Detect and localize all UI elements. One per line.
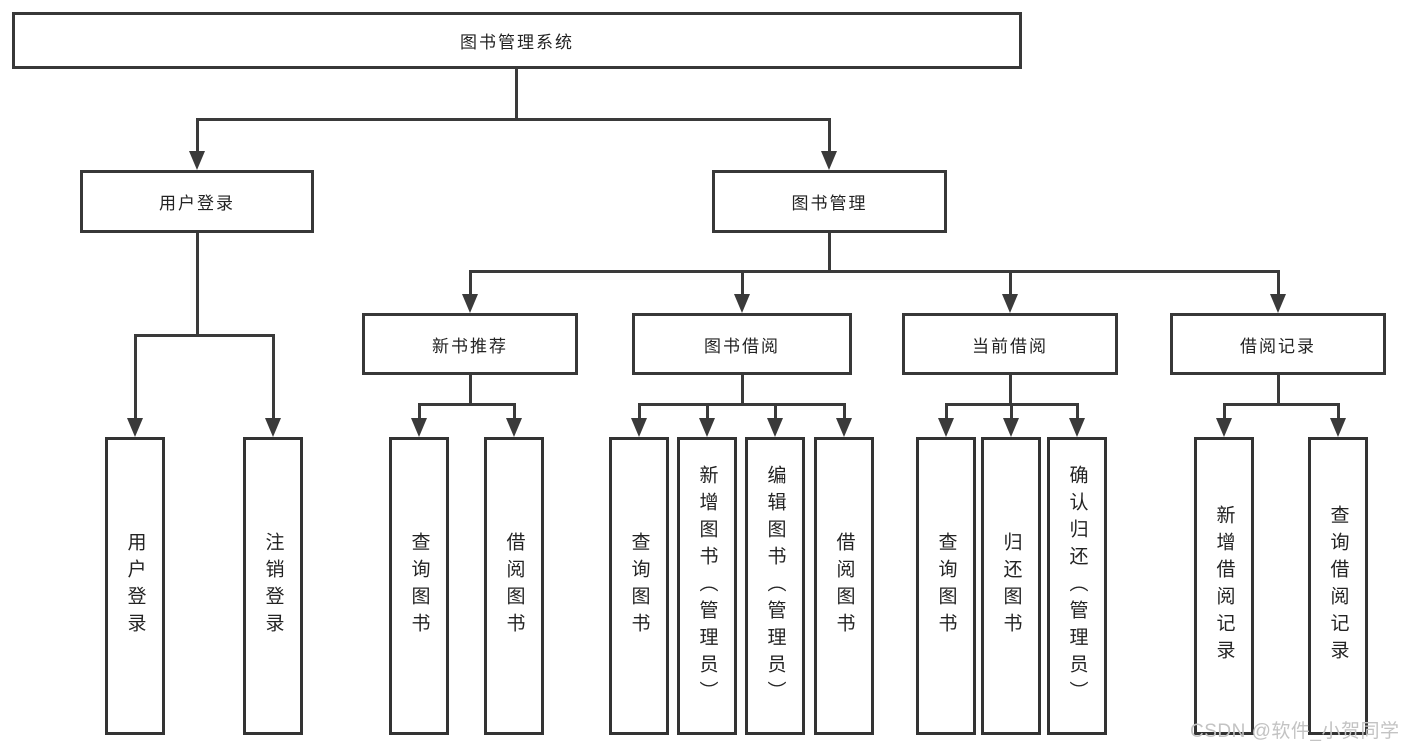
- leaf-label: 新增借阅记录: [1213, 505, 1235, 667]
- node-new-book-recommend: 新书推荐: [362, 313, 578, 375]
- arrow-down-icon: [1003, 418, 1019, 437]
- leaf-user-login: 用户登录: [105, 437, 165, 735]
- connector-drop: [272, 337, 275, 418]
- node-label: 图书管理系统: [460, 33, 574, 52]
- leaf-query-books-borrowing: 查询图书: [609, 437, 669, 735]
- leaf-query-books-recommend: 查询图书: [389, 437, 449, 735]
- arrow-down-icon: [734, 294, 750, 313]
- leaf-label: 确认归还（管理员）: [1066, 464, 1088, 708]
- connector-stem: [828, 233, 831, 273]
- leaf-label: 归还图书: [1000, 532, 1022, 640]
- arrow-down-icon: [189, 151, 205, 170]
- connector-drop: [945, 406, 948, 419]
- connector-drop: [513, 406, 516, 419]
- node-label: 新书推荐: [432, 336, 508, 356]
- leaf-label: 查询图书: [408, 532, 430, 640]
- leaf-label: 查询借阅记录: [1327, 505, 1349, 667]
- connector-drop: [843, 406, 846, 419]
- leaf-label: 用户登录: [124, 532, 146, 640]
- leaf-label: 注销登录: [262, 532, 284, 640]
- connector-drop: [1010, 406, 1013, 419]
- arrow-down-icon: [767, 418, 783, 437]
- arrow-down-icon: [265, 418, 281, 437]
- leaf-return-books: 归还图书: [981, 437, 1041, 735]
- connector-stem: [1009, 375, 1012, 406]
- leaf-logout: 注销登录: [243, 437, 303, 735]
- leaf-add-books-admin: 新增图书（管理员）: [677, 437, 737, 735]
- connector-stem: [196, 233, 199, 337]
- connector-drop: [469, 273, 472, 295]
- arrow-down-icon: [631, 418, 647, 437]
- connector-drop: [1337, 406, 1340, 419]
- node-label: 用户登录: [159, 194, 235, 213]
- connector-drop: [134, 337, 137, 418]
- node-book-borrowing: 图书借阅: [632, 313, 852, 375]
- arrow-down-icon: [699, 418, 715, 437]
- node-label: 当前借阅: [972, 336, 1048, 356]
- connector-rail: [469, 270, 1280, 273]
- connector-drop: [1223, 406, 1226, 419]
- leaf-borrow-books: 借阅图书: [814, 437, 874, 735]
- connector-root-stem: [515, 69, 518, 121]
- arrow-down-icon: [1069, 418, 1085, 437]
- connector-rail: [638, 403, 846, 406]
- connector-rail: [418, 403, 516, 406]
- csdn-watermark: CSDN @软件_小贺同学: [1190, 721, 1400, 742]
- node-label: 图书管理: [791, 194, 868, 213]
- connector-drop: [828, 121, 831, 154]
- arrow-down-icon: [1002, 294, 1018, 313]
- node-library-management-system: 图书管理系统: [12, 12, 1022, 69]
- node-borrowing-records: 借阅记录: [1170, 313, 1386, 375]
- connector-drop: [774, 406, 777, 419]
- leaf-add-borrow-record: 新增借阅记录: [1194, 437, 1254, 735]
- arrow-down-icon: [506, 418, 522, 437]
- leaf-edit-books-admin: 编辑图书（管理员）: [745, 437, 805, 735]
- connector-root-rail: [196, 118, 831, 121]
- arrow-down-icon: [1330, 418, 1346, 437]
- leaf-label: 借阅图书: [503, 532, 525, 640]
- connector-drop: [196, 121, 199, 154]
- arrow-down-icon: [1270, 294, 1286, 313]
- arrow-down-icon: [127, 418, 143, 437]
- connector-drop: [706, 406, 709, 419]
- connector-drop: [1277, 273, 1280, 295]
- connector-drop: [1076, 406, 1079, 419]
- connector-drop: [741, 273, 744, 295]
- leaf-borrow-books-recommend: 借阅图书: [484, 437, 544, 735]
- connector-drop: [418, 406, 421, 419]
- arrow-down-icon: [821, 151, 837, 170]
- connector-stem: [1277, 375, 1280, 406]
- leaf-label: 查询图书: [628, 532, 650, 640]
- node-label: 图书借阅: [704, 336, 780, 356]
- connector-rail: [134, 334, 275, 337]
- arrow-down-icon: [411, 418, 427, 437]
- arrow-down-icon: [462, 294, 478, 313]
- leaf-query-books-current: 查询图书: [916, 437, 976, 735]
- connector-rail: [945, 403, 1079, 406]
- leaf-label: 新增图书（管理员）: [696, 464, 718, 708]
- leaf-confirm-return-admin: 确认归还（管理员）: [1047, 437, 1107, 735]
- node-book-management: 图书管理: [712, 170, 947, 233]
- connector-stem: [469, 375, 472, 406]
- leaf-query-borrow-record: 查询借阅记录: [1308, 437, 1368, 735]
- node-label: 借阅记录: [1240, 336, 1316, 356]
- arrow-down-icon: [938, 418, 954, 437]
- leaf-label: 查询图书: [935, 532, 957, 640]
- arrow-down-icon: [1216, 418, 1232, 437]
- connector-drop: [1009, 273, 1012, 295]
- leaf-label: 编辑图书（管理员）: [764, 464, 786, 708]
- connector-stem: [741, 375, 744, 406]
- connector-drop: [638, 406, 641, 419]
- node-user-login: 用户登录: [80, 170, 314, 233]
- connector-rail: [1223, 403, 1340, 406]
- node-current-borrowing: 当前借阅: [902, 313, 1118, 375]
- arrow-down-icon: [836, 418, 852, 437]
- leaf-label: 借阅图书: [833, 532, 855, 640]
